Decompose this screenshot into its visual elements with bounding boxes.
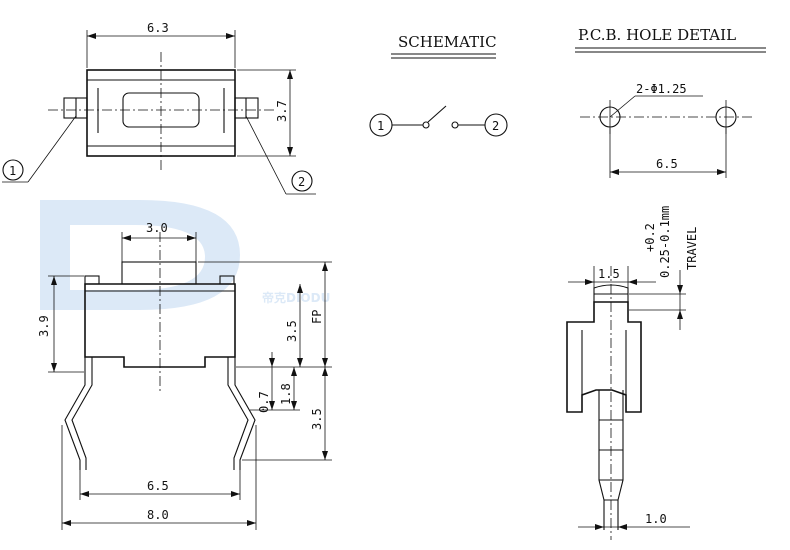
front-dim-0-7: 0.7 (257, 391, 271, 413)
front-fp-height-dim: 3.5 (285, 320, 299, 342)
side-view: 1.5 +0.2 0.25-0.1mm TRAVEL 1.0 (566, 206, 699, 540)
schematic-pin1-label: 1 (377, 119, 384, 133)
top-width-dim: 6.3 (147, 21, 169, 35)
pcb-hole-note: 2-Φ1.25 (636, 82, 687, 96)
side-travel-tolerance: +0.2 (643, 223, 657, 252)
top-pin2-label: 2 (298, 175, 305, 189)
pin1-callout-icon (2, 159, 24, 181)
side-lead-width-dim: 1.0 (645, 512, 667, 526)
schematic-pin2-label: 2 (492, 119, 499, 133)
side-actuator-dim: 1.5 (598, 267, 620, 281)
top-pin1-label: 1 (9, 164, 16, 178)
pin2-callout-icon (291, 170, 313, 192)
schematic: SCHEMATIC 1 2 (369, 33, 508, 137)
side-travel-label: TRAVEL (685, 227, 699, 270)
watermark-logo-icon (40, 200, 240, 310)
front-actuator-dim: 3.0 (146, 221, 168, 235)
schematic-title: SCHEMATIC (398, 33, 497, 51)
pcb-hole-detail: P.C.B. HOLE DETAIL 2-Φ1.25 6.5 (575, 26, 766, 178)
watermark-text: 帝克DIODU (262, 290, 330, 305)
pcb-spacing-dim: 6.5 (656, 157, 678, 171)
front-lead-spacing-dim: 6.5 (147, 479, 169, 493)
side-travel-value: 0.25-0.1mm (658, 206, 672, 278)
pcb-title: P.C.B. HOLE DETAIL (578, 26, 736, 44)
top-height-dim: 3.7 (275, 100, 289, 122)
front-lead-length-dim: 3.5 (310, 408, 324, 430)
front-overall-width-dim: 8.0 (147, 508, 169, 522)
front-fp-label: FP (310, 310, 324, 324)
front-view: 3.0 3.9 3.5 FP 0.7 1.8 3.5 6.5 (37, 221, 332, 530)
front-body-height-dim: 3.9 (37, 315, 51, 337)
top-view: 6.3 3.7 1 2 (2, 21, 316, 195)
watermark: 帝克DIODU (40, 200, 330, 310)
front-dim-1-8: 1.8 (279, 383, 293, 405)
schematic-pin2-icon (484, 113, 508, 137)
